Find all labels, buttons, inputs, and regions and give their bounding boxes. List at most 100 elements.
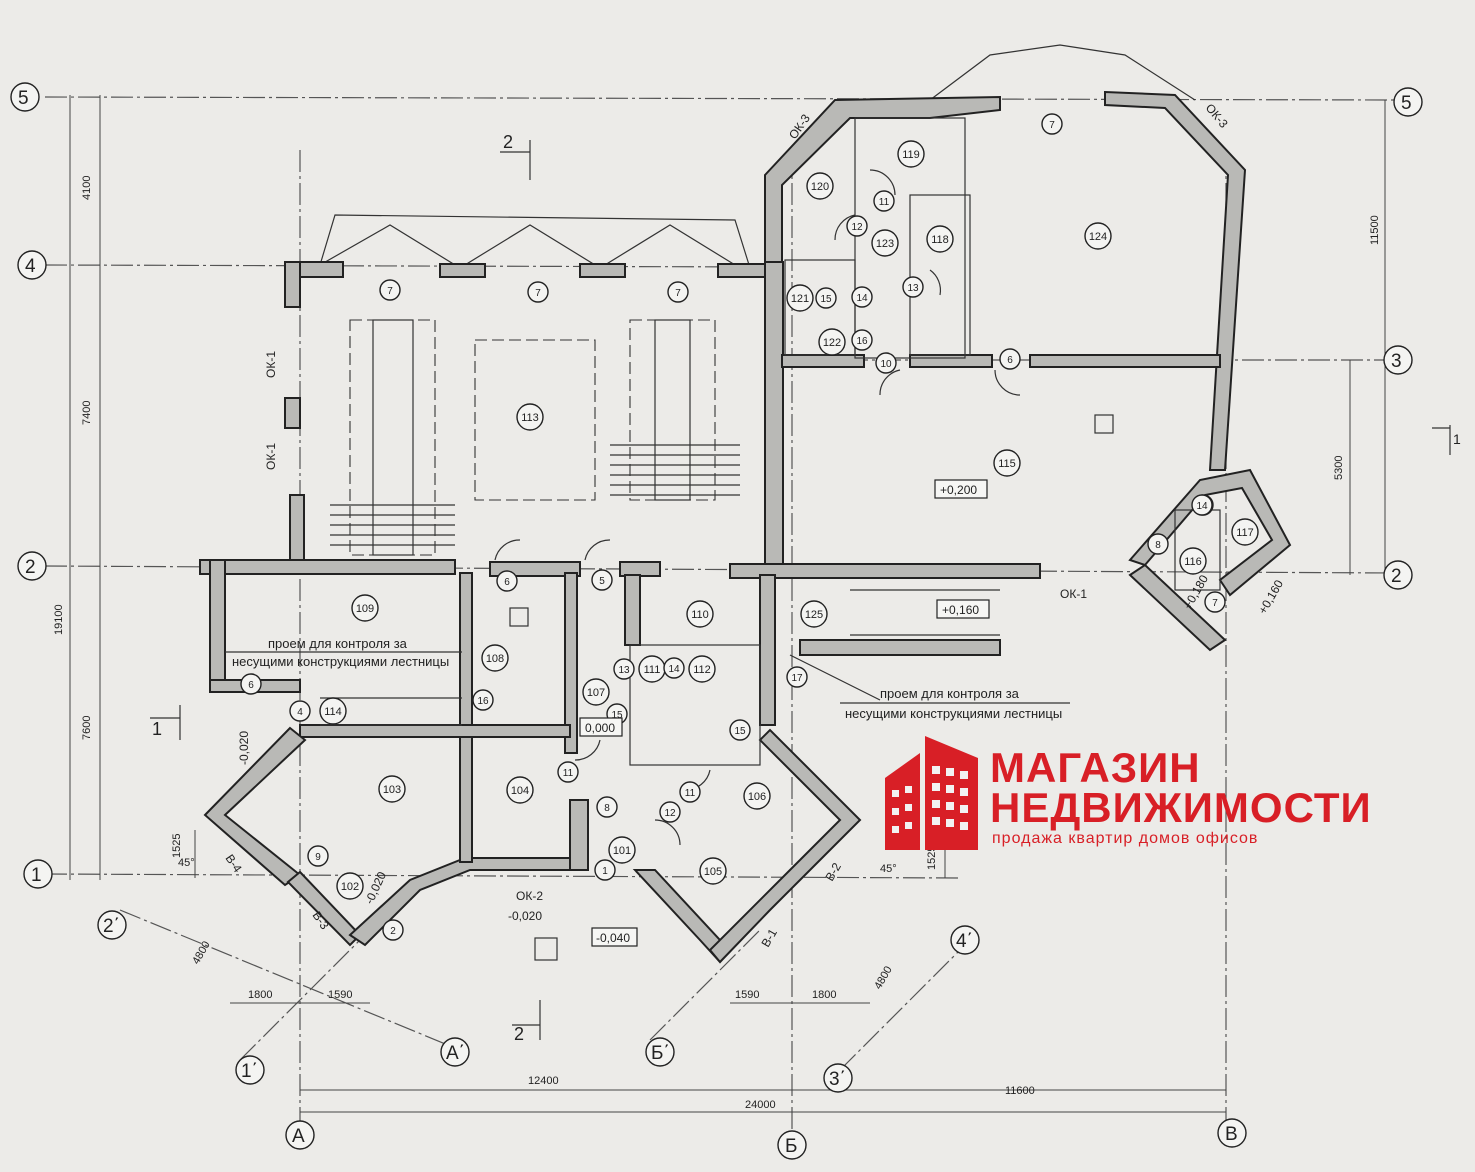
- angle-labels: 45° 45°: [178, 857, 897, 875]
- door-mark-13-circle: [1147, 533, 1169, 555]
- watermark-logo: МАГАЗИН НЕДВИЖИМОСТИ продажа квартир дом…: [880, 728, 1371, 858]
- stair-treads: [320, 444, 1000, 726]
- dim-11600: 11600: [1005, 1085, 1035, 1097]
- room-103-label: 103: [383, 784, 401, 796]
- building-logo-icon: [885, 736, 978, 850]
- room-110-circle: [686, 600, 714, 628]
- door-mark-32-label: 17: [791, 673, 803, 684]
- note-left-line1: проем для контроля за: [268, 636, 408, 651]
- room-113: 113: [516, 403, 544, 431]
- interior-details: [320, 117, 1221, 961]
- door-mark-20-label: 12: [851, 222, 863, 233]
- room-107-circle: [582, 678, 610, 706]
- door-mark-11-label: 7: [1212, 598, 1218, 609]
- dim-1800-left: 1800: [248, 989, 272, 1001]
- axis-bubbles: 5 4 2 1 5 3 2 А Б В 1΄ 2΄ 3΄ 4΄ А΄ Б΄: [10, 82, 1423, 1160]
- door-mark-5-circle: [240, 673, 262, 695]
- door-mark-23-circle: [613, 658, 635, 680]
- door-mark-13-label: 8: [1155, 540, 1161, 551]
- room-124-label: 124: [1089, 231, 1107, 243]
- room-121-label: 121: [791, 293, 809, 305]
- door-mark-29-label: 15: [820, 294, 832, 305]
- room-122-label: 122: [823, 337, 841, 349]
- door-mark-21-circle: [902, 276, 924, 298]
- door-mark-12: 8: [596, 796, 618, 818]
- room-117-label: 117: [1236, 527, 1254, 539]
- door-mark-31-circle: [472, 689, 494, 711]
- level-0200: +0,200: [940, 483, 977, 497]
- door-mark-3: 5: [591, 569, 613, 591]
- room-113-circle: [516, 403, 544, 431]
- room-114-circle: [319, 697, 347, 725]
- room-110-label: 110: [691, 609, 709, 621]
- door-mark-6-label: 6: [1007, 355, 1013, 366]
- door-mark-17-label: 11: [685, 788, 696, 799]
- level-0160-a: +0,160: [942, 603, 979, 617]
- axis-v: В: [1225, 1124, 1238, 1145]
- section-mark-left: 1: [152, 719, 162, 739]
- room-111-label: 111: [644, 664, 661, 676]
- room-121: 121: [786, 284, 814, 312]
- room-120-label: 120: [811, 181, 829, 193]
- axis-4-left: 4: [25, 256, 36, 277]
- axis-1-prime: 1΄: [241, 1061, 258, 1082]
- note-left-line2: несущими конструкциями лестницы: [232, 654, 449, 669]
- room-115-circle: [993, 449, 1021, 477]
- watermark-tagline: продажа квартир домов офисов: [992, 830, 1259, 847]
- room-115-label: 115: [998, 458, 1016, 470]
- room-117-circle: [1231, 518, 1259, 546]
- door-mark-16-label: 11: [563, 768, 574, 779]
- door-swings: [494, 169, 1021, 846]
- room-119: 119: [897, 140, 925, 168]
- walls: [199, 90, 1292, 964]
- room-125-label: 125: [805, 609, 823, 621]
- section-markers: 2 2 1 1: [150, 132, 1461, 1044]
- room-107: 107: [582, 678, 610, 706]
- door-mark-8-circle: [379, 279, 401, 301]
- door-mark-24: 14: [851, 286, 873, 308]
- door-mark-20: 12: [846, 215, 868, 237]
- door-mark-24-label: 14: [856, 293, 868, 304]
- door-mark-19-label: 12: [664, 808, 676, 819]
- opening-ok2: ОК-2: [516, 889, 543, 903]
- door-mark-1: 2: [382, 919, 404, 941]
- dim-7400: 7400: [81, 401, 93, 425]
- door-mark-15-label: 10: [880, 359, 892, 370]
- door-mark-28: 15: [729, 719, 751, 741]
- dim-1590-left: 1590: [328, 989, 352, 1001]
- note-left: проем для контроля за несущими конструкц…: [225, 636, 462, 669]
- room-103: 103: [378, 775, 406, 803]
- door-mark-1-circle: [382, 919, 404, 941]
- door-mark-26-label: 14: [668, 664, 680, 675]
- room-104-label: 104: [511, 785, 529, 797]
- bay-projection: [319, 44, 1196, 269]
- note-right-line2: несущими конструкциями лестницы: [845, 706, 1062, 721]
- door-mark-19: 12: [659, 801, 681, 823]
- room-112: 112: [688, 655, 716, 683]
- axis-2-right: 2: [1391, 566, 1402, 587]
- door-mark-24-circle: [851, 286, 873, 308]
- door-mark-25-circle: [1191, 494, 1213, 516]
- room-102: 102: [336, 872, 364, 900]
- door-mark-17-circle: [679, 781, 701, 803]
- door-mark-10-label: 7: [675, 288, 681, 299]
- door-mark-6: 6: [999, 348, 1021, 370]
- door-mark-4-circle: [496, 570, 518, 592]
- room-112-label: 112: [693, 664, 711, 676]
- angle-right: 45°: [880, 863, 897, 875]
- angle-left: 45°: [178, 857, 195, 869]
- door-mark-20-circle: [846, 215, 868, 237]
- door-mark-11-circle: [1204, 591, 1226, 613]
- door-mark-14: 9: [307, 845, 329, 867]
- section-mark-bottom: 2: [514, 1024, 524, 1044]
- door-mark-18-circle: [873, 190, 895, 212]
- dim-7600: 7600: [81, 716, 93, 740]
- room-121-circle: [786, 284, 814, 312]
- room-123-label: 123: [876, 238, 894, 250]
- room-105-label: 105: [704, 866, 722, 878]
- room-118-label: 118: [931, 234, 949, 246]
- room-106: 106: [743, 782, 771, 810]
- door-mark-28-circle: [729, 719, 751, 741]
- watermark-line1: МАГАЗИН: [990, 744, 1201, 791]
